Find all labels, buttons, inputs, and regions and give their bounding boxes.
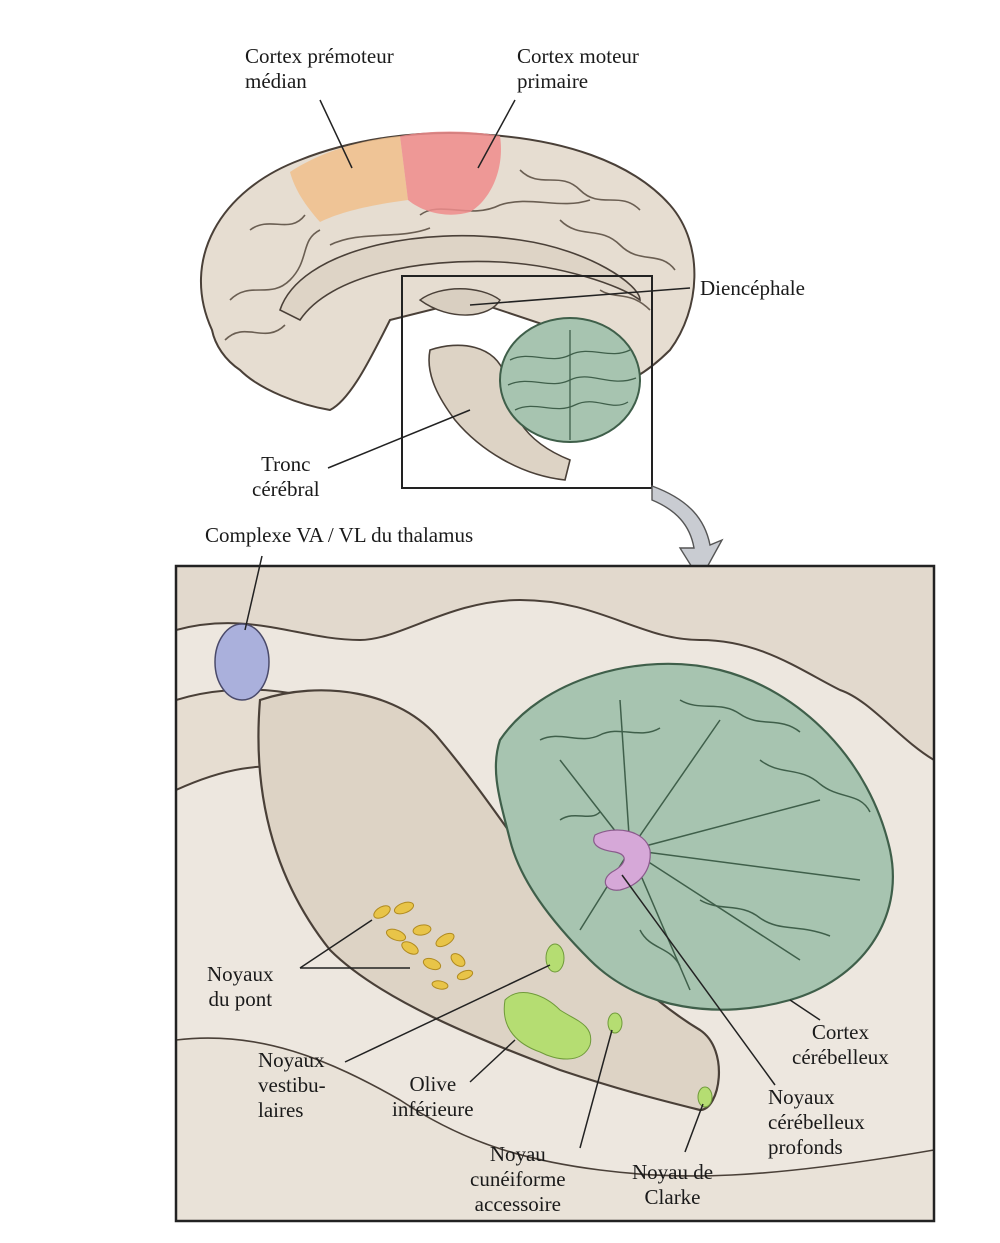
- label-diencephalon: Diencéphale: [700, 276, 805, 301]
- label-vestibular-line2: vestibu-: [258, 1073, 326, 1097]
- label-vestibular-nuclei: Noyaux vestibu- laires: [258, 1048, 326, 1123]
- label-vestibular-line3: laires: [258, 1098, 304, 1122]
- label-cuneate-line1: Noyau: [489, 1142, 546, 1166]
- label-olive-line2: inférieure: [392, 1097, 474, 1121]
- label-brainstem-line1: Tronc: [261, 452, 311, 476]
- pontine-nuclei: [373, 901, 474, 990]
- label-accessory-cuneate: Noyau cunéiforme accessoire: [470, 1142, 566, 1217]
- label-cerebellar-cortex-line1: Cortex: [811, 1020, 869, 1044]
- detail-view: [176, 566, 934, 1221]
- label-deep-nuclei-line3: profonds: [768, 1135, 843, 1159]
- label-premotor-line1: Cortex prémoteur: [245, 44, 394, 68]
- label-thalamus-vavl: Complexe VA / VL du thalamus: [205, 523, 473, 548]
- label-pontine-line1: Noyaux: [207, 962, 274, 986]
- thalamus-vavl: [214, 623, 270, 701]
- label-deep-cerebellar-nuclei: Noyaux cérébelleux profonds: [768, 1085, 865, 1160]
- label-pontine-nuclei: Noyaux du pont: [207, 962, 274, 1012]
- premotor-region: [290, 136, 408, 222]
- clarke-nucleus: [697, 1086, 713, 1108]
- label-clarke-line1: Noyau de: [632, 1160, 714, 1184]
- detail-frame: [174, 564, 936, 1223]
- brainstem-detail: [257, 689, 721, 1112]
- label-deep-nuclei-line1: Noyaux: [768, 1085, 835, 1109]
- label-cuneate-line2: cunéiforme: [470, 1167, 566, 1191]
- label-diencephalon-text: Diencéphale: [700, 276, 805, 300]
- top-leader-lines: [319, 99, 691, 469]
- cerebellum-detail: [494, 662, 894, 1011]
- label-clarke-nucleus: Noyau de Clarke: [632, 1160, 713, 1210]
- vestibular-nuclei: [545, 943, 565, 973]
- accessory-cuneate-nucleus: [607, 1012, 623, 1034]
- brainstem: [428, 344, 571, 481]
- label-cuneate-line3: accessoire: [474, 1192, 561, 1216]
- medial-brain-view: [200, 99, 696, 489]
- deep-cerebellar-nuclei: [593, 829, 651, 891]
- label-pontine-line2: du pont: [208, 987, 273, 1011]
- detail-leader-lines: [244, 555, 821, 1153]
- label-clarke-line2: Clarke: [644, 1185, 701, 1209]
- inset-box: [401, 275, 653, 489]
- label-cerebellar-cortex: Cortex cérébelleux: [792, 1020, 889, 1070]
- label-inferior-olive: Olive inférieure: [392, 1072, 474, 1122]
- inferior-olive: [503, 992, 592, 1060]
- label-motor-cortex: Cortex moteur primaire: [517, 44, 639, 94]
- diencephalon: [418, 288, 501, 316]
- label-cerebellar-cortex-line2: cérébelleux: [792, 1045, 889, 1069]
- cerebellar-folia: [507, 330, 637, 440]
- label-olive-line1: Olive: [409, 1072, 457, 1096]
- label-brainstem: Tronc cérébral: [252, 452, 320, 502]
- label-premotor-line2: médian: [245, 69, 307, 93]
- label-thalamus-text: Complexe VA / VL du thalamus: [205, 523, 474, 547]
- label-vestibular-line1: Noyaux: [258, 1048, 325, 1072]
- label-premotor-cortex: Cortex prémoteur médian: [245, 44, 394, 94]
- corpus-callosum: [279, 234, 641, 322]
- label-deep-nuclei-line2: cérébelleux: [768, 1110, 865, 1134]
- label-brainstem-line2: cérébral: [252, 477, 320, 501]
- motor-region: [400, 131, 501, 215]
- label-motor-line1: Cortex moteur: [517, 44, 639, 68]
- label-motor-line2: primaire: [517, 69, 589, 93]
